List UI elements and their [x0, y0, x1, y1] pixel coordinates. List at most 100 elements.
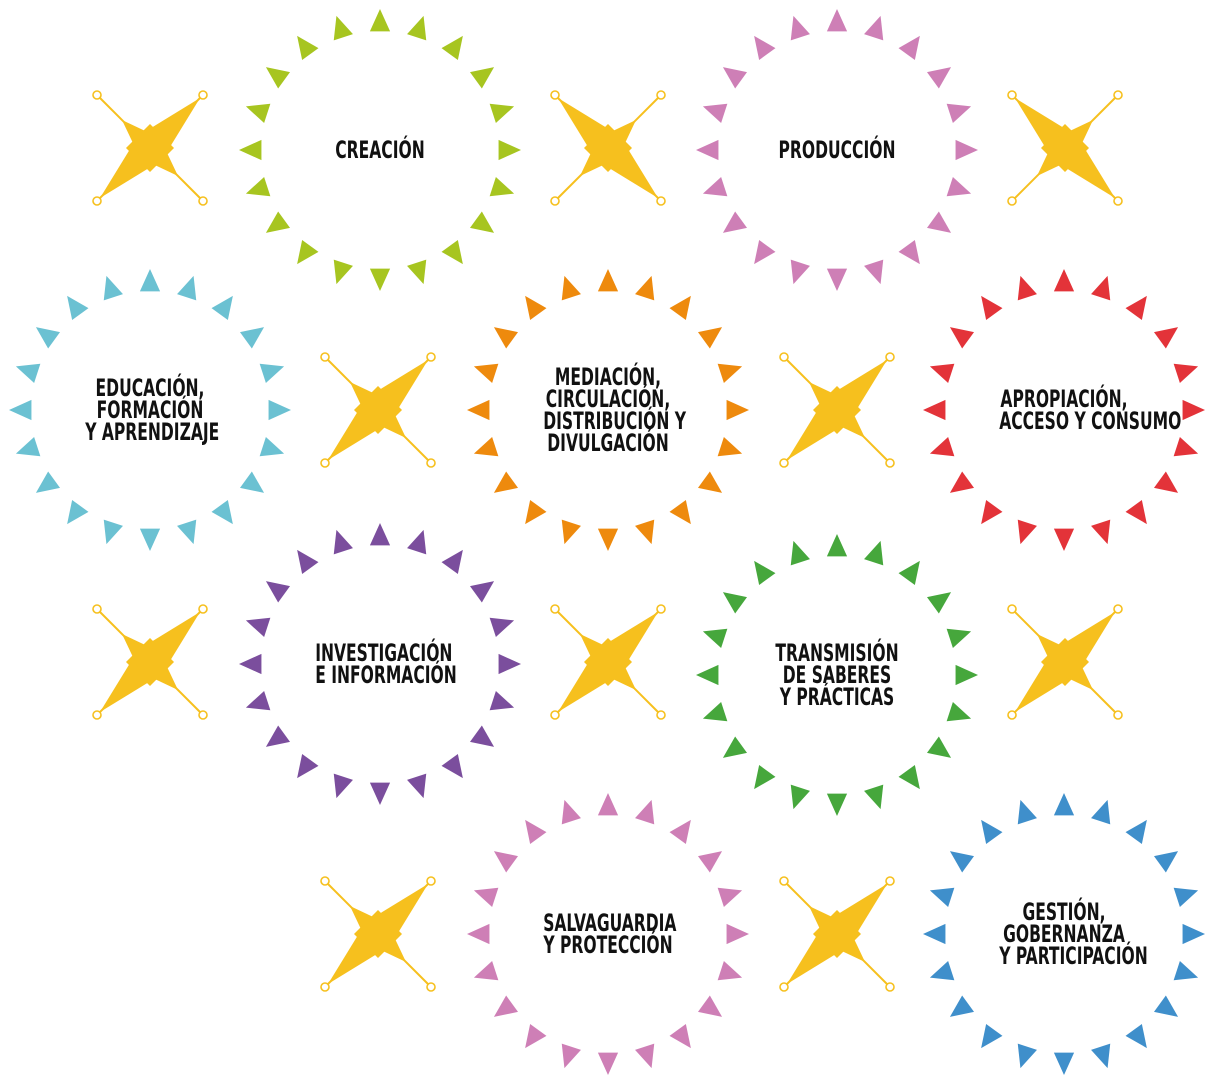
connector-end-ring — [320, 352, 330, 362]
badge-mediacion — [467, 269, 749, 551]
connector-c2 — [550, 90, 666, 206]
connector-spike — [1055, 120, 1093, 158]
badge-label-creacion: CREACIÓN — [315, 136, 445, 164]
connector-c9 — [320, 876, 436, 992]
badge-triangle — [946, 103, 972, 123]
badge-triangle — [525, 1023, 547, 1049]
badge-triangle — [35, 471, 61, 493]
badge-triangle — [702, 177, 728, 197]
connector-end-ring — [656, 604, 666, 614]
badge-triangle — [722, 736, 748, 758]
badge-triangle — [790, 784, 810, 810]
badge-triangle — [669, 1023, 691, 1049]
badge-triangle — [489, 691, 515, 711]
badge-triangle — [259, 437, 285, 457]
badge-triangle — [981, 1023, 1003, 1049]
badge-triangle — [245, 103, 271, 123]
connector-spike — [350, 906, 388, 944]
badge-triangle — [265, 67, 291, 89]
badge-triangle — [239, 653, 262, 675]
badge-triangle — [929, 363, 955, 383]
badge-triangle — [717, 887, 743, 907]
badge-triangle — [722, 67, 748, 89]
badge-triangle — [15, 437, 41, 457]
badge-triangle — [407, 259, 427, 285]
badge-investigacion — [239, 523, 521, 805]
badge-triangle — [597, 1052, 619, 1075]
connector-end-ring — [198, 90, 208, 100]
badge-educacion — [9, 269, 291, 551]
badge-triangle — [1153, 471, 1179, 493]
badge-triangle — [726, 399, 749, 421]
badge-triangle — [265, 581, 291, 603]
badge-triangle — [489, 103, 515, 123]
badge-triangle — [561, 1043, 581, 1069]
badge-triangle — [669, 499, 691, 525]
connector-end-ring — [92, 196, 102, 206]
connector-c6 — [92, 604, 208, 720]
connector-end-ring — [92, 710, 102, 720]
badge-triangle — [717, 437, 743, 457]
badge-triangle — [268, 399, 291, 421]
badge-triangle — [1173, 363, 1199, 383]
badge-triangle — [467, 923, 490, 945]
badge-triangle — [717, 961, 743, 981]
badge-triangle — [407, 529, 427, 555]
badge-produccion — [696, 9, 978, 291]
badge-triangle — [949, 995, 975, 1017]
badge-triangle — [407, 773, 427, 799]
badge-triangle — [1017, 519, 1037, 545]
badge-triangle — [981, 819, 1003, 845]
badge-triangle — [259, 363, 285, 383]
badge-triangle — [239, 471, 265, 493]
badge-label-line: CREACIÓN — [335, 136, 425, 164]
connectors-layer — [92, 90, 1123, 992]
connector-end-ring — [198, 604, 208, 614]
badge-label-line: GOBERNANZA — [1003, 920, 1125, 948]
connector-c7 — [550, 604, 666, 720]
badge-triangle — [1153, 327, 1179, 349]
badge-triangle — [722, 592, 748, 614]
badge-triangle — [923, 923, 946, 945]
connector-spike — [827, 924, 865, 962]
badge-triangle — [561, 799, 581, 825]
connector-end-ring — [1007, 604, 1017, 614]
connector-end-ring — [550, 90, 560, 100]
badge-triangle — [635, 519, 655, 545]
badge-label-line: ACCESO Y CONSUMO — [999, 407, 1182, 435]
badge-triangle — [239, 139, 262, 161]
connector-end-ring — [779, 982, 789, 992]
badge-triangle — [498, 139, 521, 161]
badge-triangle — [139, 528, 161, 551]
connector-end-ring — [885, 458, 895, 468]
badge-label-line: CIRCULACIÓN, — [545, 385, 671, 413]
badge-triangle — [929, 887, 955, 907]
badge-triangle — [67, 295, 89, 321]
connector-end-ring — [198, 196, 208, 206]
badge-label-line: INVESTIGACIÓN — [315, 639, 453, 667]
badge-triangle — [864, 784, 884, 810]
badge-triangle — [441, 239, 463, 265]
connector-end-ring — [320, 458, 330, 468]
badge-triangle — [923, 399, 946, 421]
connector-end-ring — [550, 710, 560, 720]
badge-label-line: APROPIACIÓN, — [1000, 385, 1128, 413]
connector-spike — [1037, 138, 1075, 176]
badge-triangle — [469, 211, 495, 233]
badge-triangle — [297, 35, 319, 61]
badge-label-line: PRODUCCIÓN — [778, 136, 896, 164]
badge-label-line: Y PRÁCTICAS — [779, 683, 895, 711]
badge-triangle — [369, 523, 391, 546]
badge-triangle — [489, 177, 515, 197]
badge-triangle — [1125, 295, 1147, 321]
badge-triangle — [493, 851, 519, 873]
badge-triangle — [369, 9, 391, 32]
badge-triangle — [635, 1043, 655, 1069]
badge-triangle — [790, 259, 810, 285]
badge-triangle — [1182, 923, 1205, 945]
connector-end-ring — [550, 196, 560, 206]
badge-label-line: E INFORMACIÓN — [315, 661, 457, 689]
connector-end-ring — [1007, 90, 1017, 100]
